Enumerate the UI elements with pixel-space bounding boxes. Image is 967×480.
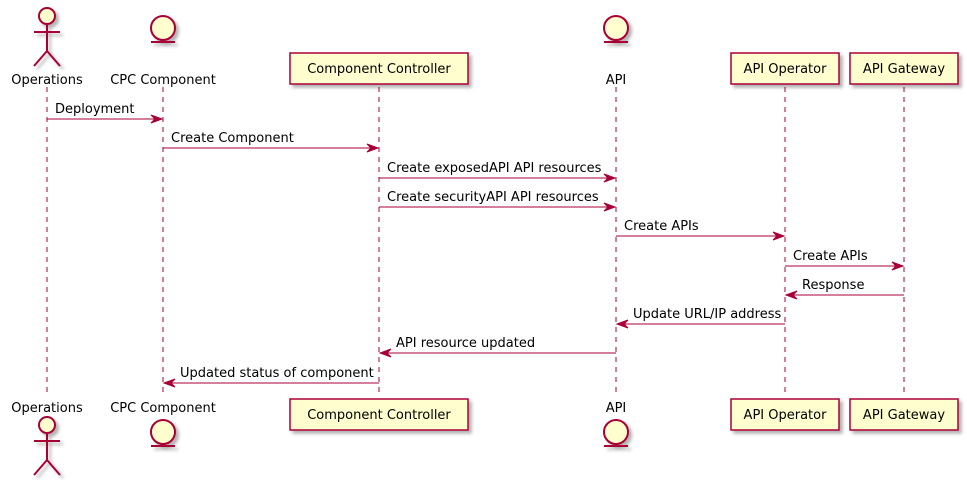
participant-label-bottom-operator: API Operator <box>744 408 828 423</box>
message-label: Response <box>802 278 864 293</box>
actor-icon-bottom <box>33 416 61 476</box>
message-label: Updated status of component <box>180 366 374 381</box>
arrowhead-icon <box>772 231 786 241</box>
participant-label-top-operator: API Operator <box>744 62 828 77</box>
message-label: Create securityAPI API resources <box>387 190 599 205</box>
message-6: Create APIs <box>785 249 905 271</box>
participant-label-top-gateway: API Gateway <box>863 62 945 77</box>
participant-box-top-gateway <box>849 52 959 85</box>
participant-box-bottom-controller <box>289 398 469 431</box>
message-4: Create securityAPI API resources <box>379 190 617 212</box>
entity-icon-bottom-cpc <box>150 419 176 447</box>
arrowhead-icon <box>378 348 392 358</box>
arrowhead-icon <box>784 290 798 300</box>
arrowhead-icon <box>162 378 176 388</box>
participant-label-bottom-gateway: API Gateway <box>863 408 945 423</box>
message-label: Update URL/IP address <box>633 307 781 322</box>
message-8: Update URL/IP address <box>615 307 785 329</box>
arrowhead-icon <box>615 319 629 329</box>
arrowhead-icon <box>150 114 164 124</box>
message-5: Create APIs <box>616 219 786 241</box>
participant-box-bottom-operator <box>730 398 840 431</box>
message-10: Updated status of component <box>162 366 379 388</box>
message-label: Deployment <box>55 102 135 117</box>
participant-label-top-api: API <box>606 73 627 88</box>
entity-icon-bottom-api <box>603 419 629 447</box>
participant-label-top-controller: Component Controller <box>307 62 451 77</box>
message-label: Create Component <box>171 131 294 146</box>
actor-icon-top <box>33 7 61 67</box>
arrowhead-icon <box>603 202 617 212</box>
participant-label-top-cpc: CPC Component <box>110 73 216 88</box>
arrowhead-icon <box>603 173 617 183</box>
entity-icon-top-cpc <box>150 15 176 43</box>
participant-label-top-operations: Operations <box>11 73 83 88</box>
participant-label-bottom-cpc: CPC Component <box>110 401 216 416</box>
participant-box-top-controller <box>289 52 469 85</box>
message-1: Deployment <box>47 102 164 124</box>
entity-icon-top-api <box>603 15 629 43</box>
message-9: API resource updated <box>378 336 616 358</box>
message-label: Create exposedAPI API resources <box>387 161 602 176</box>
arrowhead-icon <box>366 143 380 153</box>
message-3: Create exposedAPI API resources <box>379 161 617 183</box>
message-7: Response <box>784 278 904 300</box>
participant-box-bottom-gateway <box>849 398 959 431</box>
participant-box-top-operator <box>730 52 840 85</box>
participant-label-bottom-operations: Operations <box>11 401 83 416</box>
participant-label-bottom-api: API <box>606 401 627 416</box>
participant-label-bottom-controller: Component Controller <box>307 408 451 423</box>
message-label: Create APIs <box>624 219 699 234</box>
arrowhead-icon <box>891 261 905 271</box>
message-2: Create Component <box>163 131 380 153</box>
message-label: API resource updated <box>396 336 535 351</box>
message-label: Create APIs <box>793 249 868 264</box>
